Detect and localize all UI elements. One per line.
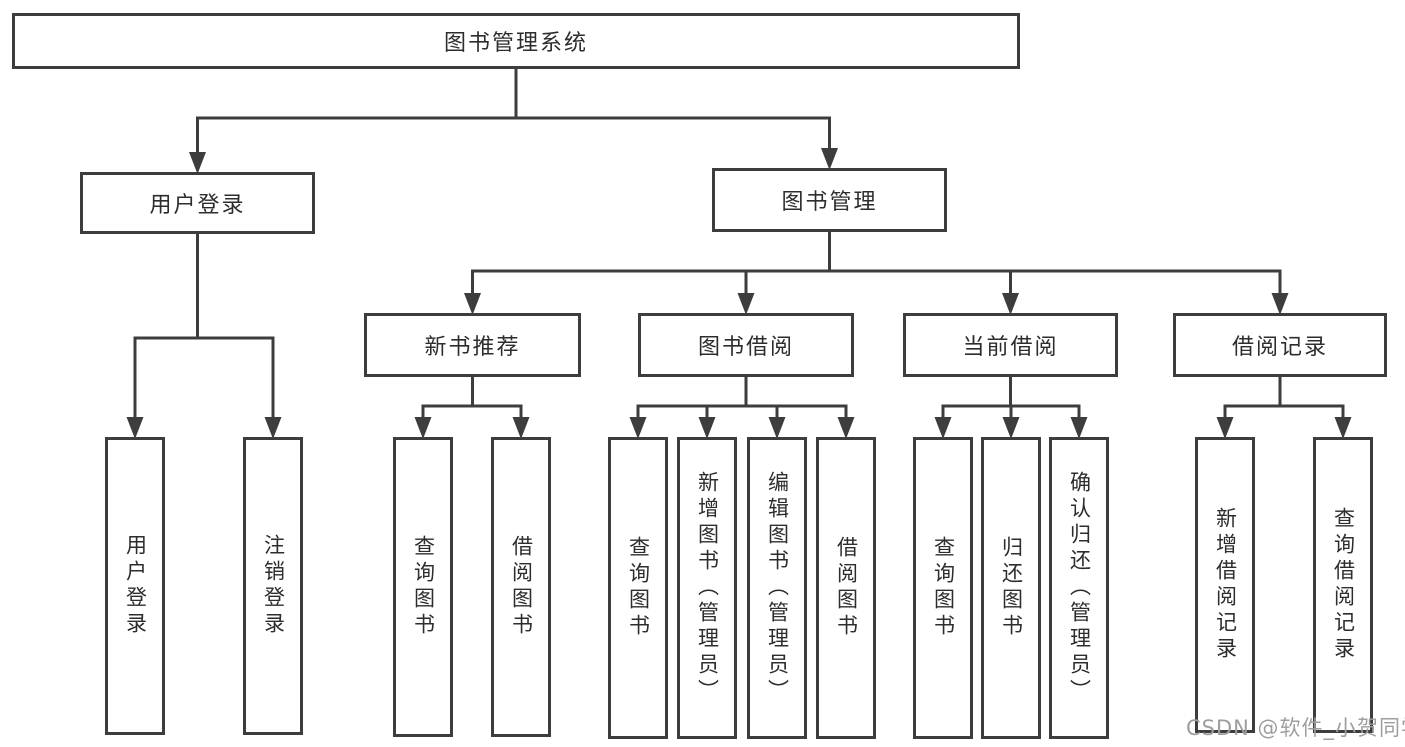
node-user-login: 用户登录 [80, 172, 315, 234]
node-label-leaf-user-login: 用户登录 [123, 534, 148, 638]
arrowhead-icon [1070, 417, 1088, 439]
arrowhead-icon [414, 417, 432, 439]
node-br-query-record: 查询借阅记录 [1313, 437, 1373, 733]
node-label-cb-query-book: 查询图书 [931, 536, 956, 640]
arrowhead-icon [629, 417, 647, 439]
node-cb-confirm-return: 确认归还（管理员） [1049, 437, 1109, 739]
node-nb-query-book: 查询图书 [393, 437, 453, 737]
arrowhead-icon [698, 417, 716, 439]
arrowhead-icon [821, 148, 838, 170]
node-bb-borrow-book: 借阅图书 [816, 437, 876, 739]
arrowhead-icon [737, 293, 755, 315]
node-label-br-add-record: 新增借阅记录 [1213, 507, 1238, 663]
node-label-borrow-records: 借阅记录 [1231, 335, 1328, 360]
node-label-new-book-recommend: 新书推荐 [424, 335, 521, 360]
node-book-borrow: 图书借阅 [638, 313, 854, 377]
node-label-nb-query-book: 查询图书 [411, 535, 436, 639]
node-borrow-records: 借阅记录 [1173, 313, 1387, 377]
arrowhead-icon [837, 417, 855, 439]
node-bb-edit-book: 编辑图书（管理员） [747, 437, 807, 739]
arrowhead-icon [1334, 417, 1352, 439]
node-label-bb-edit-book: 编辑图书（管理员） [765, 471, 790, 705]
node-label-cb-confirm-return: 确认归还（管理员） [1067, 471, 1092, 705]
node-label-cb-return-book: 归还图书 [999, 536, 1024, 640]
arrowhead-icon [1002, 417, 1020, 439]
node-label-bb-query-book: 查询图书 [626, 536, 651, 640]
node-new-book-recommend: 新书推荐 [364, 313, 581, 377]
node-cb-return-book: 归还图书 [981, 437, 1041, 739]
node-label-root: 图书管理系统 [443, 31, 588, 56]
node-label-current-borrow: 当前借阅 [962, 335, 1059, 360]
node-bb-add-book: 新增图书（管理员） [677, 437, 737, 739]
arrowhead-icon [512, 417, 530, 439]
node-label-leaf-logout: 注销登录 [261, 534, 286, 638]
node-book-management: 图书管理 [712, 168, 947, 232]
arrowhead-icon [934, 417, 952, 439]
arrowhead-icon [126, 417, 144, 439]
arrowhead-icon [768, 417, 786, 439]
node-cb-query-book: 查询图书 [913, 437, 973, 739]
node-label-book-borrow: 图书借阅 [697, 335, 794, 360]
node-leaf-logout: 注销登录 [243, 437, 303, 735]
arrowhead-icon [1271, 293, 1289, 315]
node-leaf-user-login: 用户登录 [105, 437, 165, 735]
node-label-br-query-record: 查询借阅记录 [1331, 507, 1356, 663]
node-label-bb-add-book: 新增图书（管理员） [695, 471, 720, 705]
arrowhead-icon [464, 293, 481, 315]
node-bb-query-book: 查询图书 [608, 437, 668, 739]
arrowhead-icon [1216, 417, 1234, 439]
node-label-book-management: 图书管理 [781, 190, 878, 215]
node-label-nb-borrow-book: 借阅图书 [509, 535, 534, 639]
node-label-user-login: 用户登录 [149, 193, 246, 218]
node-root: 图书管理系统 [12, 13, 1020, 69]
node-nb-borrow-book: 借阅图书 [491, 437, 551, 737]
node-br-add-record: 新增借阅记录 [1195, 437, 1255, 733]
node-current-borrow: 当前借阅 [903, 313, 1118, 377]
arrowhead-icon [189, 152, 206, 174]
node-label-bb-borrow-book: 借阅图书 [834, 536, 859, 640]
arrowhead-icon [264, 417, 282, 439]
arrowhead-icon [1002, 293, 1019, 315]
watermark: CSDN @软件_小贺同学 [1186, 716, 1405, 740]
